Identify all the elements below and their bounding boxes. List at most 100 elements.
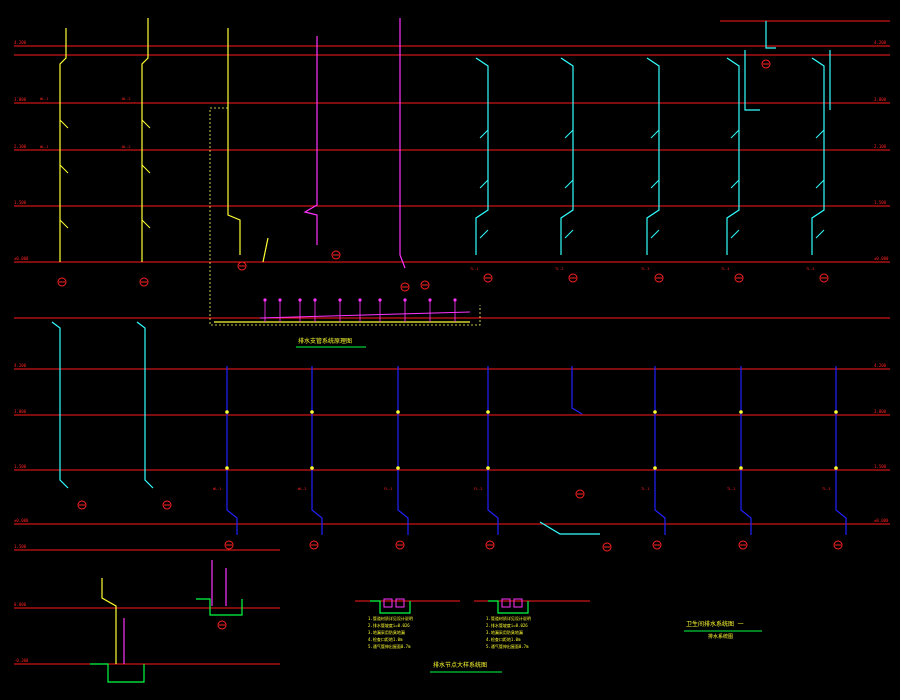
branch-pipe [479, 129, 489, 139]
cleanout-symbol [738, 540, 748, 550]
riser-fitting [396, 410, 400, 414]
riser-fitting [486, 466, 490, 470]
yellow-riser [227, 28, 241, 255]
pipe-tag: TL-3 [822, 487, 830, 491]
hidden-boundary-line [209, 107, 481, 326]
branch-pipe [141, 219, 151, 229]
cyan-riser [765, 21, 776, 49]
cyan-riser [560, 57, 574, 255]
cyan-riser [51, 321, 69, 489]
note-left-1: 1.管道材质详见设计说明 [368, 615, 413, 621]
cleanout-symbol [309, 540, 319, 550]
branch-pipe [650, 179, 660, 189]
floor-elevation-tag: 3.000 [14, 409, 27, 414]
yellow-riser [59, 28, 67, 262]
pipe-tag: TL-1 [470, 267, 478, 271]
pipe-tag: FL-2 [474, 487, 482, 491]
cleanout-symbol [224, 540, 234, 550]
blue-riser [226, 366, 238, 535]
riser-fitting [396, 466, 400, 470]
blue-riser [311, 366, 323, 535]
floor-elevation-tag: 0.000 [14, 602, 27, 607]
collector-branch-cap [358, 298, 362, 302]
cyan-riser [475, 57, 489, 255]
pipe-tag: WL-2 [122, 97, 130, 101]
cleanout-symbol [139, 277, 149, 287]
floor-elevation-tag: ±0.000 [874, 256, 889, 261]
riser-fitting [739, 410, 743, 414]
floor-elevation-tag: 4.200 [14, 40, 27, 45]
cyan-riser [136, 321, 154, 489]
collector-system-caption: 排水支管系统原理图 [298, 337, 352, 345]
branch-pipe [479, 229, 489, 239]
riser-fitting [834, 410, 838, 414]
floor-elevation-tag: ±0.000 [874, 518, 889, 523]
collector-branch-cap [428, 298, 432, 302]
branch-pipe [564, 129, 574, 139]
floor-slab-detail [370, 600, 411, 614]
cleanout-symbol [654, 273, 664, 283]
floor-elevation-tag: 1.500 [14, 464, 27, 469]
cyan-riser [744, 50, 760, 111]
riser-fitting [310, 410, 314, 414]
floor-elevation-tag: 4.200 [874, 363, 887, 368]
floor-elevation-tag: ±0.000 [14, 256, 29, 261]
detail-system-caption: 排水节点大样系统图 [433, 661, 487, 669]
legend-title: 卫生间排水系统图 一 [686, 620, 744, 628]
yellow-riser [141, 18, 149, 262]
floor-elevation-tag: 4.200 [14, 363, 27, 368]
floor-lines [14, 20, 890, 665]
floor-elevation-tag: 1.500 [874, 200, 887, 205]
branch-pipe [815, 129, 825, 139]
pipe-tag: TL-3 [641, 267, 649, 271]
floor-elevation-tag: ±0.000 [14, 518, 29, 523]
floor-elevation-tag: 2.100 [14, 144, 27, 149]
riser-fitting [225, 466, 229, 470]
cleanout-symbol [833, 540, 843, 550]
note-left-4: 4.检查口距地1.0m [368, 636, 403, 642]
collector-branch-cap [338, 298, 342, 302]
floor-elevation-tag: 1.500 [14, 200, 27, 205]
riser-fitting [653, 410, 657, 414]
floor-drain-symbol [395, 598, 405, 608]
blue-riser [397, 366, 409, 535]
magenta-riser [399, 18, 406, 269]
blue-riser [487, 366, 499, 535]
branch-pipe [730, 129, 740, 139]
floor-elevation-tag: 4.200 [874, 40, 887, 45]
floor-elevation-tag: -0.300 [14, 658, 29, 663]
riser-fitting [310, 466, 314, 470]
cyan-riser [726, 57, 740, 255]
branch-pipe [730, 229, 740, 239]
pipe-tag: WL-1 [40, 97, 48, 101]
branch-pipe [650, 229, 660, 239]
notes-left-block: 1.管道材质详见设计说明 2.排水管坡度i=0.026 3.地漏采用防臭地漏 4… [368, 615, 413, 649]
branch-pipe [141, 164, 151, 174]
floor-elevation-tag: 1.500 [14, 544, 27, 549]
cleanout-symbol [331, 250, 341, 260]
yellow-riser [101, 578, 117, 664]
riser-fitting [739, 466, 743, 470]
collector-branch-cap [378, 298, 382, 302]
branch-pipe [730, 179, 740, 189]
blue-riser [835, 366, 847, 535]
blue-riser [654, 366, 666, 535]
note-left-5: 5.通气管伸出屋面0.7m [368, 643, 411, 649]
pipe-tag: FL-1 [384, 487, 392, 491]
collector-branch-cap [403, 298, 407, 302]
riser-pipes [51, 18, 847, 664]
cleanout-symbol [77, 500, 87, 510]
cyan-branch [539, 521, 600, 535]
collector-branch-cap [313, 298, 317, 302]
cleanout-symbol [162, 500, 172, 510]
pipe-tag: TL-2 [727, 487, 735, 491]
cleanout-symbol [237, 261, 247, 271]
cleanout-symbol [485, 540, 495, 550]
collector-branch-cap [278, 298, 282, 302]
collector-branch-cap [453, 298, 457, 302]
pipe-tag: WL-2 [298, 487, 306, 491]
cleanout-symbol [57, 277, 67, 287]
